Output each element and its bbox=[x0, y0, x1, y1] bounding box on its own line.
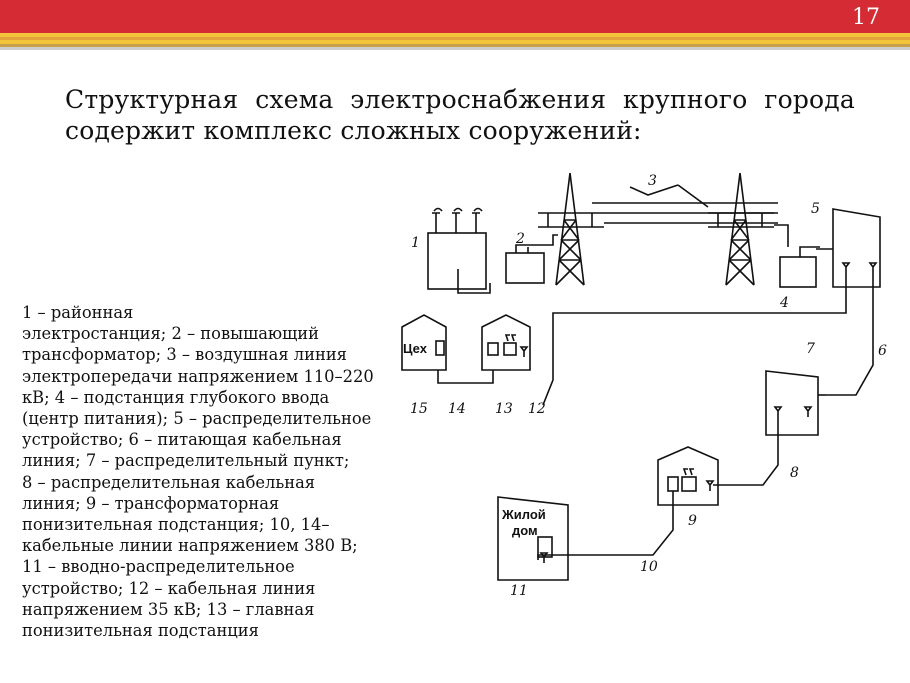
slide-title: Структурная схема электроснабжения крупн… bbox=[65, 85, 855, 145]
diagram-label-14: 14 bbox=[448, 401, 466, 417]
workshop-building bbox=[401, 314, 447, 371]
diagram-label-13: 13 bbox=[495, 401, 513, 417]
workshop-label: Цех bbox=[403, 341, 428, 356]
cable-line-35kv bbox=[542, 275, 847, 406]
transmission-tower-left bbox=[538, 172, 604, 286]
diagram-label-10: 10 bbox=[640, 559, 658, 575]
house-label-line1: Жилой bbox=[501, 507, 546, 522]
house-label-line2: дом bbox=[512, 523, 538, 538]
station-stacks bbox=[432, 212, 480, 233]
distribution-cable-8 bbox=[713, 417, 779, 486]
diagram-label-7: 7 bbox=[806, 341, 815, 357]
diagram-label-15: 15 bbox=[410, 401, 428, 417]
diagram-label-8: 8 bbox=[790, 465, 799, 481]
main-substation-building bbox=[481, 314, 531, 371]
legend-line: 1 – районная bbox=[22, 303, 134, 322]
residential-house bbox=[497, 496, 569, 581]
switchgear bbox=[832, 208, 881, 288]
power-station bbox=[427, 232, 487, 290]
distribution-point bbox=[765, 370, 819, 436]
legend-line: электропередачи напряжением 110–220 кВ; … bbox=[22, 366, 374, 471]
transmission-tower-right bbox=[708, 172, 774, 286]
diagram-label-1: 1 bbox=[411, 235, 420, 251]
diagram-label-2: 2 bbox=[515, 231, 525, 247]
power-supply-diagram: 1 2 3 4 5 6 7 8 9 10 11 12 13 14 15 Цех … bbox=[401, 172, 887, 599]
diagram-label-12: 12 bbox=[528, 401, 546, 417]
cable-line-14 bbox=[437, 370, 494, 384]
legend-line: электростанция; 2 – повышающий трансформ… bbox=[22, 324, 347, 365]
deep-entry-substation bbox=[779, 256, 817, 288]
diagram-label-9: 9 bbox=[688, 513, 697, 529]
diagram-label-4: 4 bbox=[779, 295, 789, 311]
header-stripe bbox=[0, 44, 910, 47]
header-yellow-band bbox=[0, 33, 910, 47]
page-number: 17 bbox=[852, 5, 880, 30]
diagram-label-6: 6 bbox=[878, 343, 887, 359]
header-red-band bbox=[0, 0, 910, 33]
diagram-label-11: 11 bbox=[510, 583, 528, 599]
legend-line: 8 – распределительная кабельная линия; 9… bbox=[22, 472, 358, 641]
feeder-cable-6 bbox=[826, 275, 874, 396]
header-stripe bbox=[0, 37, 910, 40]
diagram-text: 1 2 3 4 5 6 7 8 9 10 11 12 13 14 15 Цех … bbox=[403, 173, 887, 599]
transformer-substation bbox=[657, 446, 719, 506]
diagram-label-3: 3 bbox=[648, 173, 657, 189]
cable-line-10 bbox=[537, 491, 674, 560]
step-up-transformer bbox=[505, 252, 545, 284]
diagram-label-5: 5 bbox=[811, 201, 820, 217]
legend-text: 1 – районная электростанция; 2 – повышаю… bbox=[22, 302, 377, 641]
header-shadow bbox=[0, 47, 910, 50]
